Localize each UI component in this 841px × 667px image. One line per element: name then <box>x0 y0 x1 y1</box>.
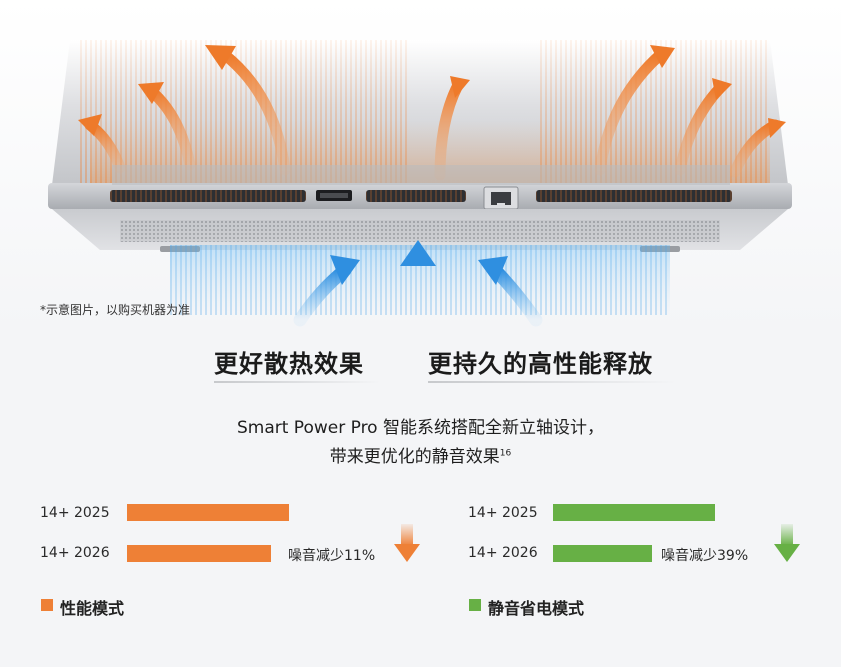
ethernet-port-icon <box>483 186 519 210</box>
noise-reduction-label: 噪音减少39% <box>661 548 749 564</box>
legend-performance-mode: 性能模式 <box>60 599 125 618</box>
bar-2025 <box>553 504 715 521</box>
bar-2026 <box>127 545 272 562</box>
category-label: 14+ 2026 <box>40 545 110 561</box>
headline-underline <box>214 381 380 383</box>
legend-silent-mode: 静音省电模式 <box>488 599 585 618</box>
footnote-ref: 16 <box>499 448 512 459</box>
bar-2025 <box>127 504 289 521</box>
exhaust-vents <box>110 190 732 202</box>
laptop-airflow-illustration <box>0 0 841 330</box>
legend-swatch <box>41 599 53 611</box>
description-line-1: Smart Power Pro 智能系统搭配全新立轴设计， <box>236 418 604 438</box>
headline-underline <box>428 381 676 383</box>
hdmi-port-icon <box>316 190 352 201</box>
bar-2026 <box>553 545 652 562</box>
arrow-down-icon <box>774 524 800 562</box>
description-line-2: 带来更优化的静音效果16 <box>0 442 841 467</box>
disclaimer-note: *示意图片，以购买机器为准 <box>40 303 191 317</box>
legend-swatch <box>469 599 481 611</box>
description-line-2-text: 带来更优化的静音效果 <box>329 447 500 467</box>
arrow-down-icon <box>394 524 420 562</box>
category-label: 14+ 2026 <box>468 545 538 561</box>
headline-performance: 更持久的高性能释放 <box>428 350 653 378</box>
noise-reduction-label: 噪音减少11% <box>288 548 376 564</box>
category-label: 14+ 2025 <box>468 505 538 521</box>
category-label: 14+ 2025 <box>40 505 110 521</box>
headline-cooling: 更好散热效果 <box>214 350 364 378</box>
